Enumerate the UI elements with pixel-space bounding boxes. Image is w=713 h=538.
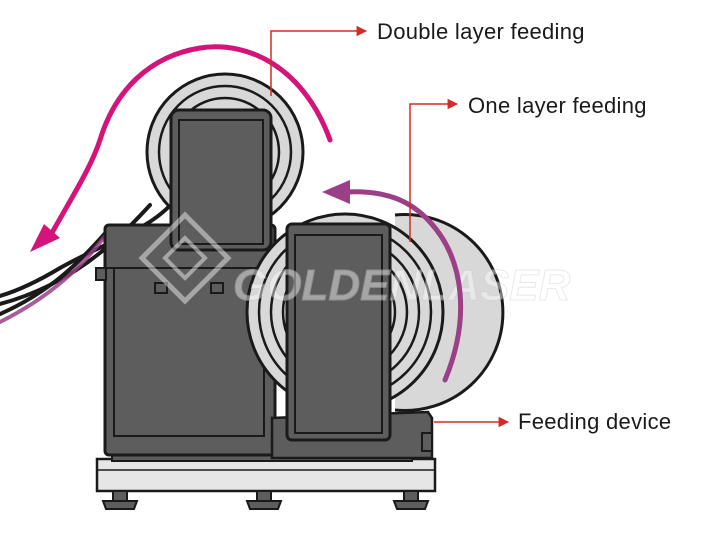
double-layer-cover (169, 108, 273, 252)
one-layer-leader (409, 98, 459, 242)
watermark-text: GOLDENLASER (233, 261, 571, 310)
machine-body (95, 223, 277, 457)
leader-lines (270, 25, 510, 428)
double-layer-arrow (30, 44, 333, 252)
double-layer-feeding-label: Double layer feeding (377, 19, 585, 44)
one-layer-cover (285, 222, 392, 442)
feeding-device-label: Feeding device (518, 409, 672, 434)
one-layer-arrow (322, 180, 464, 383)
support-feet (101, 490, 430, 510)
one-layer-feeding-label: One layer feeding (468, 93, 647, 118)
watermark: GOLDENLASER (138, 211, 571, 311)
double-layer-leader (270, 25, 368, 96)
